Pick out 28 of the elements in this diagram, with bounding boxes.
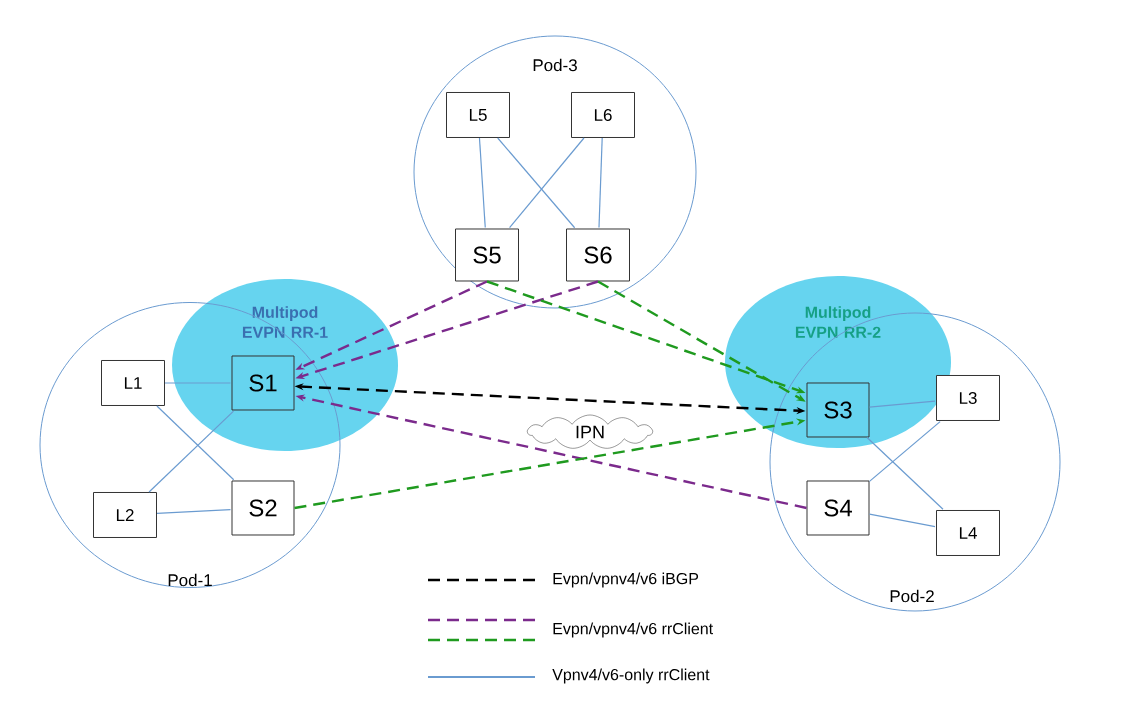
legend-text: Evpn/vpnv4/v6 rrClient [553, 622, 713, 638]
link-line [478, 137, 486, 229]
switch-box: S1 [231, 355, 295, 411]
highlight-label: Multipod EVPN RR-1 [242, 306, 328, 338]
link-line [598, 137, 603, 229]
network-cloud: IPN [527, 414, 653, 449]
switch-box: S6 [566, 228, 630, 282]
switch-box: S5 [455, 228, 519, 282]
link-line [156, 509, 232, 514]
link-line [509, 137, 585, 229]
switch-box: L6 [571, 92, 635, 138]
legend-text: Evpn/vpnv4/v6 iBGP [553, 572, 699, 588]
legend-text: Vpnv4/v6-only rrClient [552, 668, 710, 684]
switch-box: S2 [231, 480, 295, 536]
link-line [868, 421, 941, 482]
switch-box: L2 [93, 492, 157, 538]
switch-box: S3 [806, 382, 870, 438]
link-line [866, 436, 944, 510]
link-line [868, 400, 936, 408]
switch-box: L1 [101, 360, 165, 406]
link-line [156, 405, 235, 481]
link-line [148, 410, 235, 493]
switch-box: L3 [936, 375, 1000, 421]
switch-box: L5 [446, 92, 510, 138]
link-line [497, 137, 576, 229]
link-line [868, 513, 936, 528]
switch-box: L4 [936, 510, 1000, 556]
switch-box: S4 [806, 480, 870, 536]
